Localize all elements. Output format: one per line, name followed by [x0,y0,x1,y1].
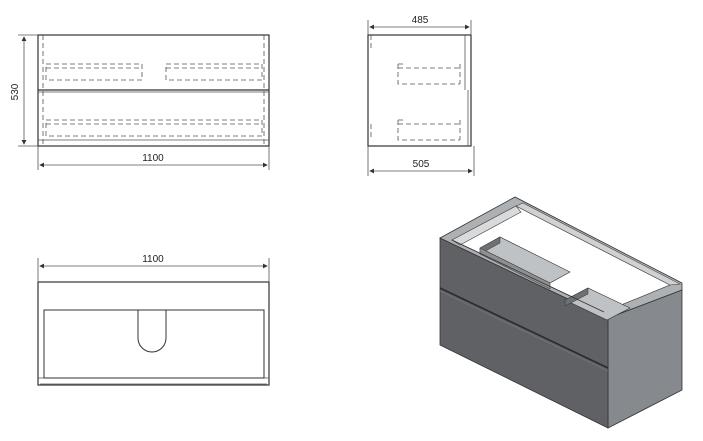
front-view: 530 1100 [10,34,270,170]
front-width-dimension: 1100 [142,153,164,164]
isometric-view [439,196,683,429]
side-bottom-dimension: 505 [413,159,430,170]
side-top-dimension: 485 [412,15,429,26]
top-view: 1100 [37,254,270,386]
side-view: 485 505 [367,15,475,176]
sink-cutout [137,310,167,353]
front-height-dimension: 530 [10,83,21,100]
top-width-dimension: 1100 [142,254,164,265]
